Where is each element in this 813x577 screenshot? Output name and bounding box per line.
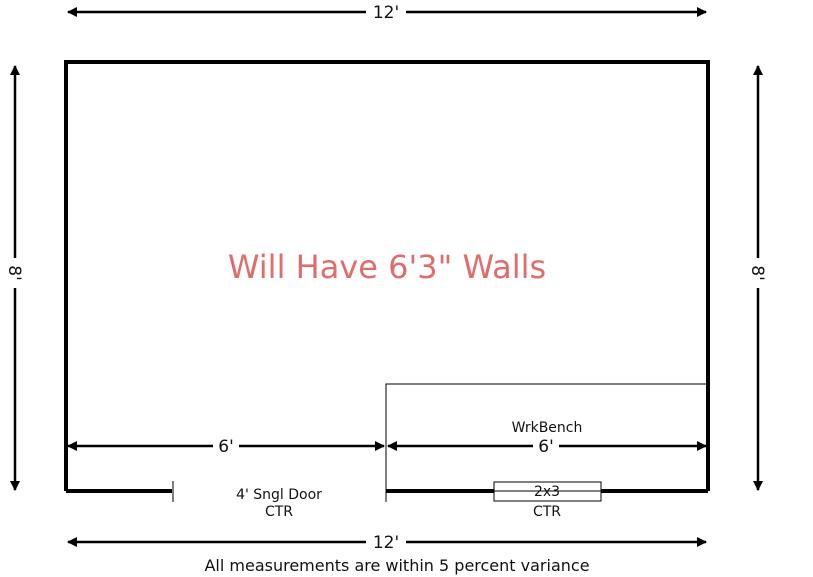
bottom-width-dimension: 12' [67, 532, 707, 553]
left-segment-label: 6' [218, 437, 234, 457]
door-label: 4' Sngl Door [236, 487, 322, 503]
right-height-label: 8' [747, 265, 767, 281]
right-segment-dimension: 6' [387, 436, 707, 457]
top-width-label: 12' [373, 3, 399, 23]
window-label: 2x3 [534, 484, 560, 500]
door-opening: 4' Sngl Door CTR [172, 481, 387, 520]
bottom-width-label: 12' [373, 533, 399, 553]
window: 2x3 CTR [493, 481, 602, 520]
wall-height-note: Will Have 6'3" Walls [228, 248, 546, 286]
window-position-label: CTR [533, 504, 561, 520]
door-position-label: CTR [265, 504, 293, 520]
left-height-label: 8' [4, 265, 24, 281]
left-segment-dimension: 6' [67, 436, 385, 457]
top-width-dimension: 12' [67, 2, 707, 23]
left-height-dimension: 8' [4, 65, 25, 491]
workbench-area: WrkBench [385, 383, 706, 491]
workbench-label: WrkBench [512, 420, 583, 436]
right-height-dimension: 8' [747, 65, 768, 491]
right-segment-label: 6' [538, 437, 554, 457]
footnote: All measurements are within 5 percent va… [204, 556, 589, 575]
